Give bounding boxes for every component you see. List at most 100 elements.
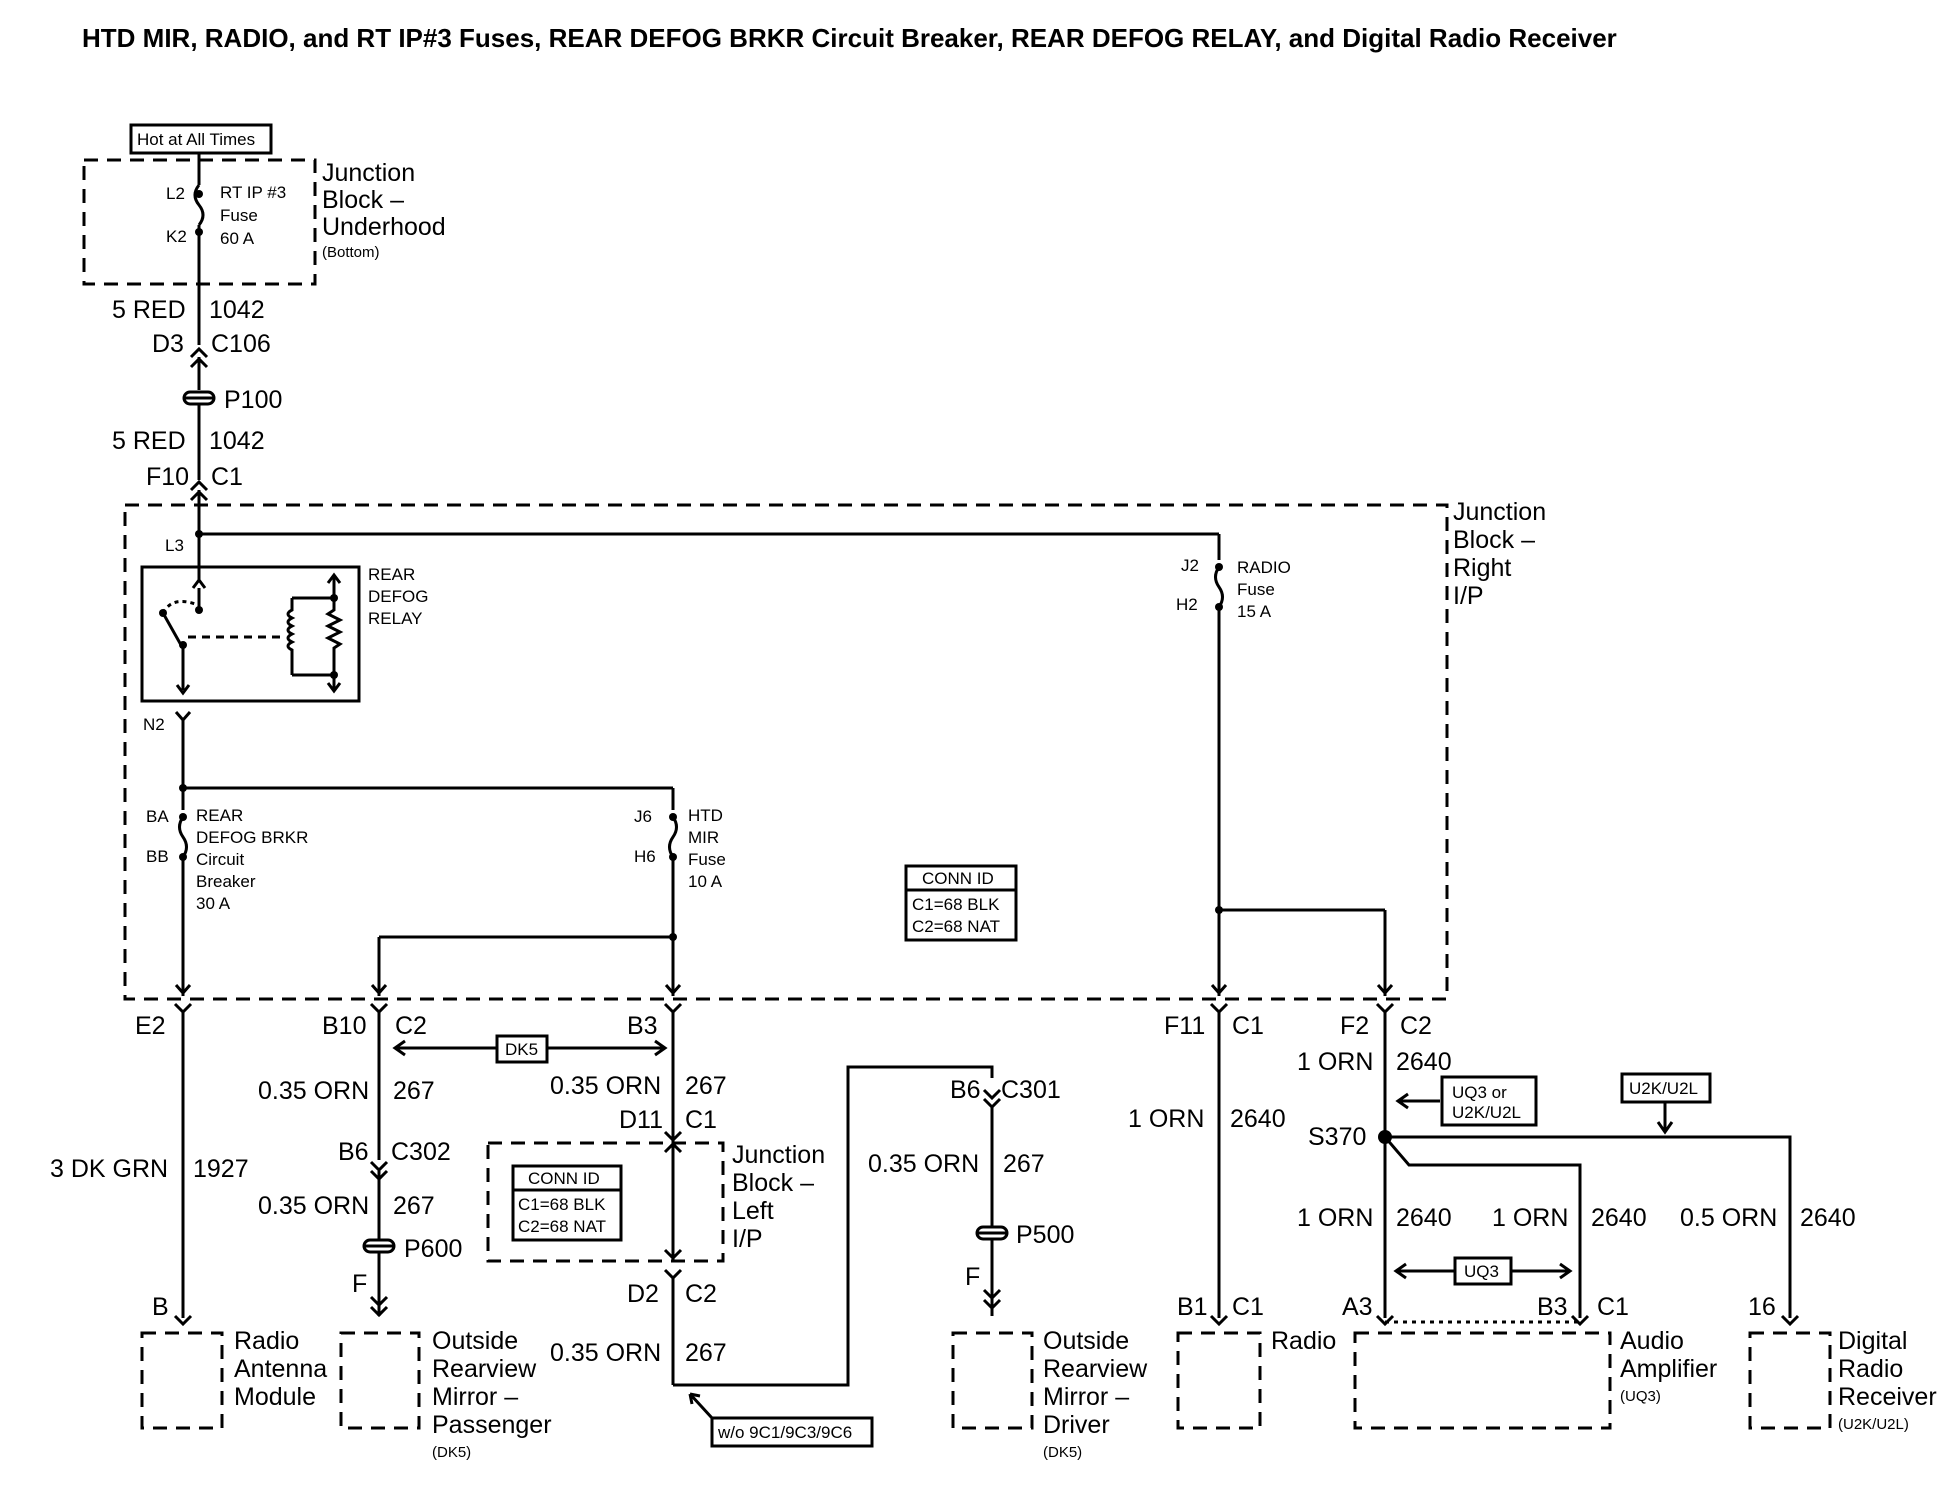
l3-pin: L3 <box>165 536 184 555</box>
outside-mirror-passenger <box>339 1331 421 1430</box>
pass-conn-pin: B6 <box>338 1138 369 1166</box>
uq3-option-label: UQ3 <box>1464 1262 1499 1281</box>
htd-fuse-label-1: HTD <box>688 806 723 825</box>
jb-right-name-4: I/P <box>1453 582 1484 610</box>
amp-pin-a3: A3 <box>1342 1293 1373 1321</box>
conn-id-right-box <box>904 864 1018 942</box>
antenna-name-3: Module <box>234 1383 316 1411</box>
antenna-connector <box>173 1314 193 1327</box>
conn-id-right-c1: C1=68 BLK <box>912 895 1000 914</box>
radio-name: Radio <box>1271 1327 1336 1355</box>
breaker-label-2: DEFOG BRKR <box>196 828 308 847</box>
outside-mirror-driver <box>951 1331 1034 1430</box>
radio-circuit: 2640 <box>1230 1105 1286 1133</box>
jb-underhood-name-1: Junction <box>322 159 415 187</box>
drv-name-4: Driver <box>1043 1411 1110 1439</box>
radio-pin: B1 <box>1177 1293 1208 1321</box>
wire-s370-to-b3 <box>1383 1136 1582 1318</box>
feed-circuit-2: 1042 <box>209 427 265 455</box>
conn-b3-pin: B3 <box>627 1012 658 1040</box>
relay-coil <box>286 598 296 675</box>
rear-defog-breaker-symbol <box>178 816 188 858</box>
connector-d2 <box>663 1268 683 1281</box>
breaker-pin-bb: BB <box>146 847 169 866</box>
conn-e2-pin: E2 <box>135 1012 166 1040</box>
conn-id-right-title: CONN ID <box>922 869 994 888</box>
pass-name-2: Rearview <box>432 1355 537 1383</box>
pass-gauge-2: 0.35 ORN <box>258 1192 369 1220</box>
fuse-60a-label-3: 60 A <box>220 229 255 248</box>
antenna-pin: B <box>152 1293 169 1321</box>
audio-circuit-c: 2640 <box>1800 1204 1856 1232</box>
antenna-name-2: Antenna <box>234 1355 327 1383</box>
jbl-name-1: Junction <box>732 1141 825 1169</box>
jbl-name-4: I/P <box>732 1225 763 1253</box>
wire-267-to-c301 <box>673 1065 994 1387</box>
drr-option: (U2K/U2L) <box>1838 1416 1909 1433</box>
pass-name-1: Outside <box>432 1327 518 1355</box>
jbl-circuit: 267 <box>685 1072 727 1100</box>
hot-at-all-times-box <box>129 123 273 155</box>
drv-end-pin: F <box>965 1263 980 1291</box>
radio-fuse-pin-in: J2 <box>1181 556 1199 575</box>
audio-gauge-b: 1 ORN <box>1492 1204 1568 1232</box>
relay-label-2: DEFOG <box>368 587 428 606</box>
antenna-circuit: 1927 <box>193 1155 249 1183</box>
junction-block-right-ip <box>123 503 1449 1001</box>
pass-option: (DK5) <box>432 1444 471 1461</box>
pass-end-connector <box>369 1295 389 1318</box>
fuse-60a-label-2: Fuse <box>220 206 258 225</box>
relay-switch-arm <box>161 612 183 646</box>
breaker-label-1: REAR <box>196 806 243 825</box>
drv-conn-pin: B6 <box>950 1076 981 1104</box>
radio-gauge: 1 ORN <box>1128 1105 1204 1133</box>
htd-fuse-pin-in: J6 <box>634 807 652 826</box>
radio-fuse-label-3: 15 A <box>1237 602 1272 621</box>
pass-gauge-1: 0.35 ORN <box>258 1077 369 1105</box>
pass-conn: C302 <box>391 1138 451 1166</box>
hot-at-all-times-label: Hot at All Times <box>137 130 255 149</box>
conn-id-left-c1: C1=68 BLK <box>518 1195 606 1214</box>
amp-option: (UQ3) <box>1620 1388 1661 1405</box>
radio-fuse-pin-out: H2 <box>1176 595 1198 614</box>
htd-fuse-label-2: MIR <box>688 828 719 847</box>
breaker-label-5: 30 A <box>196 894 231 913</box>
conn-b10-pin: B10 <box>322 1012 366 1040</box>
diagram-title: HTD MIR, RADIO, and RT IP#3 Fuses, REAR … <box>82 23 1617 53</box>
conn-id-left-c2: C2=68 NAT <box>518 1217 606 1236</box>
pass-circuit-2: 267 <box>393 1192 435 1220</box>
audio-circuit-a: 2640 <box>1396 1204 1452 1232</box>
drv-circuit: 267 <box>1003 1150 1045 1178</box>
option-uq3-u2k-box <box>1440 1075 1538 1127</box>
option-uq3-u2k-1: UQ3 or <box>1452 1083 1507 1102</box>
junction-block-left-ip <box>486 1141 725 1263</box>
relay-label-3: RELAY <box>368 609 423 628</box>
feed-conn2-pin: F10 <box>146 463 189 491</box>
option-u2k-box <box>1620 1072 1712 1104</box>
drv-end-connector <box>982 1288 1002 1311</box>
conn-id-left-box <box>511 1164 623 1242</box>
feed-conn1-pin: D3 <box>152 330 184 358</box>
audio-circuit-top: 2640 <box>1396 1048 1452 1076</box>
fuse-60a-pin-dot <box>195 190 203 198</box>
connector-c301 <box>982 1088 1002 1110</box>
htd-fuse-label-3: Fuse <box>688 850 726 869</box>
option-u2k-arrow <box>1656 1121 1674 1135</box>
feed-gauge-2: 5 RED <box>112 427 186 455</box>
jbl-pin-in: D11 <box>619 1106 663 1134</box>
amp-conn: C1 <box>1597 1293 1629 1321</box>
audio-gauge-top: 1 ORN <box>1297 1048 1373 1076</box>
splice-s370-label: S370 <box>1308 1123 1366 1151</box>
jb-right-name-1: Junction <box>1453 498 1546 526</box>
amp-drr-connectors <box>1375 1314 1800 1327</box>
feed-circuit-1: 1042 <box>209 296 265 324</box>
feed-gauge-1: 5 RED <box>112 296 186 324</box>
pass-name-3: Mirror – <box>432 1383 518 1411</box>
breaker-pin-ba: BA <box>146 807 169 826</box>
drv-name-3: Mirror – <box>1043 1383 1129 1411</box>
htd-fuse-label-4: 10 A <box>688 872 723 891</box>
fuse-60a-label-1: RT IP #3 <box>220 183 286 202</box>
radio-fuse-label-2: Fuse <box>1237 580 1275 599</box>
drr-pin: 16 <box>1748 1293 1776 1321</box>
